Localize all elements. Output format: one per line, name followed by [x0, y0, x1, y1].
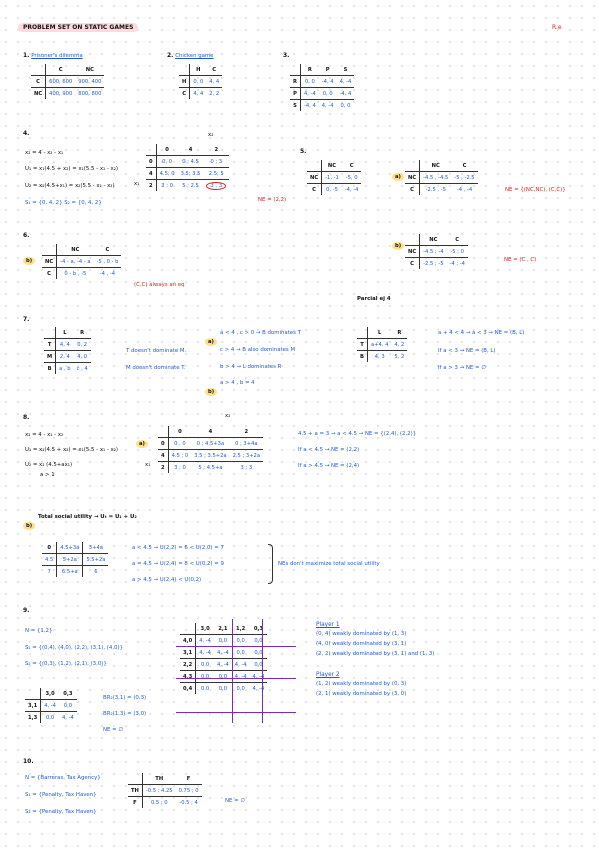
p8-equation-1: x₂ = 4 - x₁ - x₂ — [25, 432, 64, 438]
problem-10-header: 10. — [23, 758, 34, 765]
p8-s-note: NEs don't maximize total social utility — [278, 561, 380, 567]
p8-s-line-2: a = 4.5 → U(2,4) = 8 < U(0,2) = 9 — [132, 561, 224, 567]
p4-row-var: x₁ — [134, 181, 140, 187]
p8-s-line-1: a < 4.5 → U(2,2) = 6 < U(2,0) = 7 — [132, 545, 224, 551]
p9-p2-line-2: (2, 1) weakly dominated by (3, 0) — [316, 691, 407, 697]
player-2-title: Player 2 — [316, 672, 340, 678]
strike-col-1-2 — [262, 619, 263, 723]
author-initials: R.e — [552, 24, 562, 31]
p8-equation-2: U₁ = x₁(4.5 + x₂) = x₁(5.5 - x₁ - x₂) — [25, 447, 118, 453]
p9-ne: NE = ∅ — [103, 727, 124, 733]
problem-6-header: 6. — [23, 232, 30, 239]
page-title: PROBLEM SET ON STATIC GAMES — [18, 23, 139, 32]
strike-row-4-0 — [176, 646, 296, 647]
p8-col-var: x₂ — [225, 413, 231, 419]
player-1-title: Player 1 — [316, 622, 340, 628]
brace — [268, 544, 273, 584]
problem-2-header: 2. Chicken game — [167, 52, 214, 59]
p8-right-line-2: If a < 4.5 → NE = (2,2) — [298, 447, 360, 453]
p4-equation-3: U₂ = x₂(4.5+x₁) = x₂(5.5 - x₁ - x₂) — [25, 183, 115, 189]
p4-equation-1: x₂ = 4 - x₂ - x₁ — [25, 150, 64, 156]
p6-part-b2-label: b) — [392, 232, 405, 251]
p6-ne: NE = (C , C) — [504, 257, 537, 263]
problem-8-header: 8. — [23, 414, 30, 421]
p9-p1-line-2: (4, 0) weakly dominated by (3, 1) — [316, 641, 407, 647]
p8-b-title: Total social utility → Uₜ = U₁ + U₂ — [38, 514, 137, 520]
strike-row-0-4 — [176, 712, 296, 713]
p7-part-a-label: a) — [205, 328, 217, 347]
p7-t2-line-3: If a > 3 → NE = ∅ — [438, 365, 486, 371]
p10-players: N = {Barreras, Tax Agency} — [25, 775, 101, 781]
p8-equation-3: U₂ = x₂ (4.5+ax₁) — [25, 462, 73, 468]
p9-br-2: BR₂(1,3) = (3,0) — [103, 711, 147, 717]
p7-part-b-label: b) — [205, 378, 218, 397]
p7-t2-line-1: a + 4 < 4 → a < 3 → NE = (B, L) — [438, 330, 525, 336]
p9-s1: S₁ = {(0,4), (4,0), (2,2), (3,1), (4,0)} — [25, 645, 123, 651]
problem-7-header: 7. — [23, 316, 30, 323]
problem-3-header: 3. — [283, 52, 290, 59]
p4-col-var: x₂ — [208, 132, 214, 138]
p10-ne: NE = ∅ — [225, 798, 246, 804]
p7-t2-line-2: If a < 3 → NE = (B, L) — [438, 348, 496, 354]
p8-part-a-label: a) — [136, 430, 148, 449]
p6-note: (C,C) always an eq — [134, 282, 185, 288]
p7-note-1: T doesn't dominate M. — [126, 348, 187, 354]
p7-a-line-1: a < 4 , c > 0 → B dominates T — [220, 330, 301, 336]
p8-right-line-3: If a > 4.5 → NE = (2,4) — [298, 463, 360, 469]
p8-s-line-3: a > 4.5 → U(2,4) < U(0,2) — [132, 577, 202, 583]
ne-circle: 3 , 3 — [206, 181, 227, 190]
p10-s1: S₁ = {Penalty, Tax Haven} — [25, 792, 97, 798]
p9-s2: S₂ = {(0,3), (1,2), (2,1), (3,0)} — [25, 661, 107, 667]
p5-part-a-label: a) — [392, 163, 404, 182]
p4-ne: NE = (2,2) — [258, 197, 287, 203]
p6-part-b-label: b) — [23, 247, 36, 266]
p9-p2-line-1: (1, 2) weakly dominated by (0, 3) — [316, 681, 407, 687]
problem-4-header: 4. — [23, 130, 30, 137]
problem-9-header: 9. — [23, 607, 30, 614]
p9-br-1: BR₂(3,1) = (0,3) — [103, 695, 147, 701]
partial-heading: Parcial ej 4 — [357, 296, 391, 302]
problem-5-header: 5. — [300, 148, 307, 155]
problem-1-header: 1. Prisoner's dilemma — [23, 52, 83, 59]
p9-p1-line-3: (2, 2) weakly dominated by (3, 1) and (1… — [316, 651, 435, 657]
strike-col-2-1 — [232, 619, 233, 723]
p8-condition: a > 1 — [40, 472, 55, 478]
p4-strategy-sets: S₁ = {0, 4, 2} S₂ = {0, 4, 2} — [25, 200, 102, 206]
p5-ne: NE = {(NC,NC), (C,C)} — [505, 187, 566, 193]
p8-row-var: x₁ — [145, 462, 151, 468]
p7-a-line-3: b > 4 → L dominates R — [220, 364, 282, 370]
p9-p1-line-1: (0, 4) weakly dominated by (1, 3) — [316, 631, 407, 637]
p7-b-line: a > 4 , b = 4 — [220, 380, 255, 386]
p8-right-line-1: 4.5 + a = 3 → a < 4.5 → NE = {(2,4), (2,… — [298, 431, 417, 437]
strike-row-2-2 — [176, 678, 296, 679]
p10-s2: S₂ = {Penalty, Tax Haven} — [25, 809, 97, 815]
p9-players: N = {1,2} — [25, 628, 53, 634]
p4-equation-2: U₁ = x₁(4.5 + x₂) = x₁(5.5 - x₁ - x₂) — [25, 166, 118, 172]
p8-part-b-label: b) — [23, 512, 36, 531]
p7-a-line-2: c > 4 → B also dominates M — [220, 347, 296, 353]
p7-note-2: M doesn't dominate T. — [126, 365, 186, 371]
